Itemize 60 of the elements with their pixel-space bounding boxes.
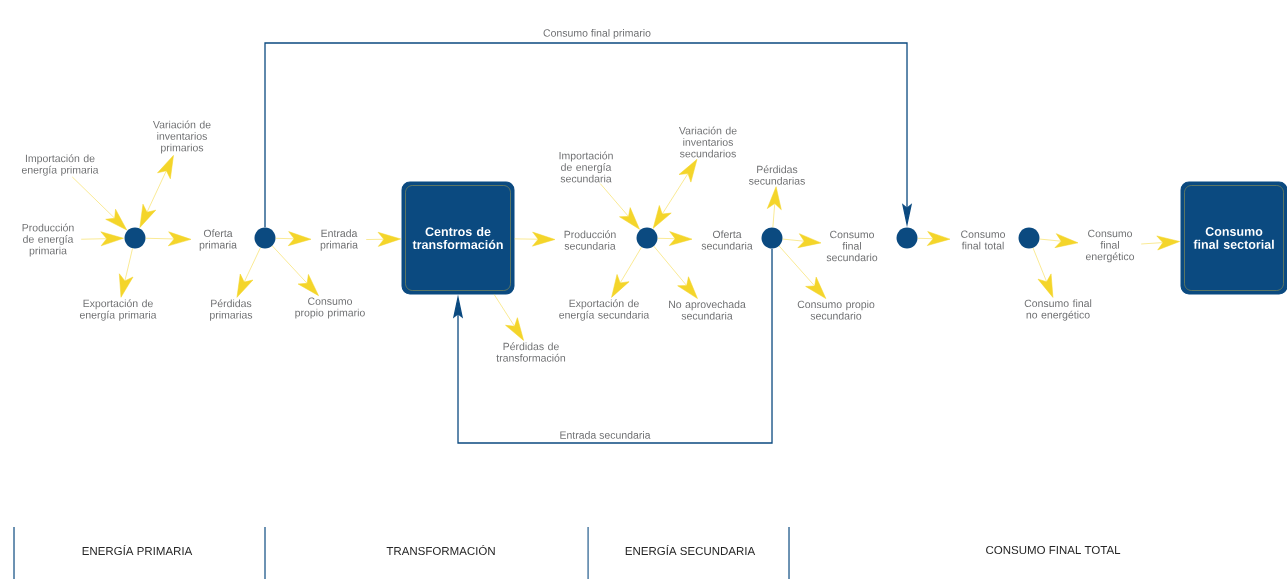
arrow	[652, 159, 698, 229]
arrow	[767, 186, 782, 228]
arrow	[782, 233, 822, 248]
flow-label: Pérdidas de transformación	[496, 342, 566, 362]
flow-label: Variación de inventarios secundarios	[678, 126, 737, 158]
arrow	[514, 231, 556, 247]
flow-label: Exportación de energía primaria	[79, 299, 157, 321]
arrow	[493, 294, 524, 341]
junction-dot	[761, 227, 783, 249]
arrow	[236, 247, 261, 298]
arrow	[917, 231, 951, 246]
arrow	[600, 183, 640, 230]
flow-label: Variación de inventarios primarios	[152, 120, 211, 154]
arrow	[71, 176, 127, 231]
flow-label: No aprovechada secundaria	[669, 300, 746, 320]
flow-label: Consumo final no energético	[1024, 299, 1092, 321]
junction-dot	[1018, 227, 1040, 249]
process-box: Centros de transformación	[401, 181, 515, 295]
flow-label: Consumo propio primario	[295, 297, 365, 319]
arrow	[139, 155, 174, 228]
arrow	[80, 231, 124, 247]
arrow	[1140, 235, 1180, 251]
connector-arrow	[264, 42, 913, 228]
arrow	[275, 231, 312, 246]
section-heading: TRANSFORMACIÓN	[386, 544, 495, 556]
flow-label: Pérdidas secundarias	[749, 165, 805, 185]
flow-label: Oferta secundaria	[701, 230, 753, 250]
section-heading: ENERGÍA SECUNDARIA	[625, 544, 756, 556]
flow-label: Exportación de energía secundaria	[559, 299, 650, 321]
edge-label: Consumo final primario	[543, 29, 651, 39]
connector-arrow	[452, 248, 773, 444]
flow-label: Consumo propio secundario	[797, 300, 875, 320]
edge-label: Entrada secundaria	[560, 431, 651, 439]
arrow	[272, 245, 319, 296]
junction-dot	[896, 227, 918, 249]
arrow	[657, 231, 693, 246]
flow-label: Importación de energía secundaria	[559, 151, 613, 183]
flow-label: Producción secundaria	[564, 230, 616, 250]
flow-label: Consumo final secundario	[826, 230, 878, 262]
junction-dot	[636, 227, 658, 249]
arrow	[611, 246, 642, 298]
flow-label: Producción de energía primaria	[22, 223, 74, 257]
arrow	[653, 245, 698, 299]
arrow	[778, 245, 827, 299]
flow-label: Importación de energía primaria	[21, 154, 99, 176]
junction-dot	[124, 227, 146, 249]
flow-label: Consumo final total	[961, 230, 1006, 250]
arrow	[145, 231, 192, 247]
flow-label: Entrada primaria	[320, 229, 358, 251]
arrow	[119, 248, 134, 298]
arrow	[365, 232, 401, 247]
flow-label: Pérdidas primarias	[210, 299, 253, 321]
flow-label: Consumo final energético	[1085, 229, 1135, 263]
arrow	[1039, 233, 1079, 248]
process-box: Consumo final sectorial	[1180, 181, 1287, 295]
flow-label: Oferta primaria	[199, 229, 237, 251]
section-heading: ENERGÍA PRIMARIA	[82, 544, 193, 556]
junction-dot	[254, 227, 276, 249]
section-heading: CONSUMO FINAL TOTAL	[986, 545, 1121, 555]
arrow	[1032, 247, 1054, 298]
